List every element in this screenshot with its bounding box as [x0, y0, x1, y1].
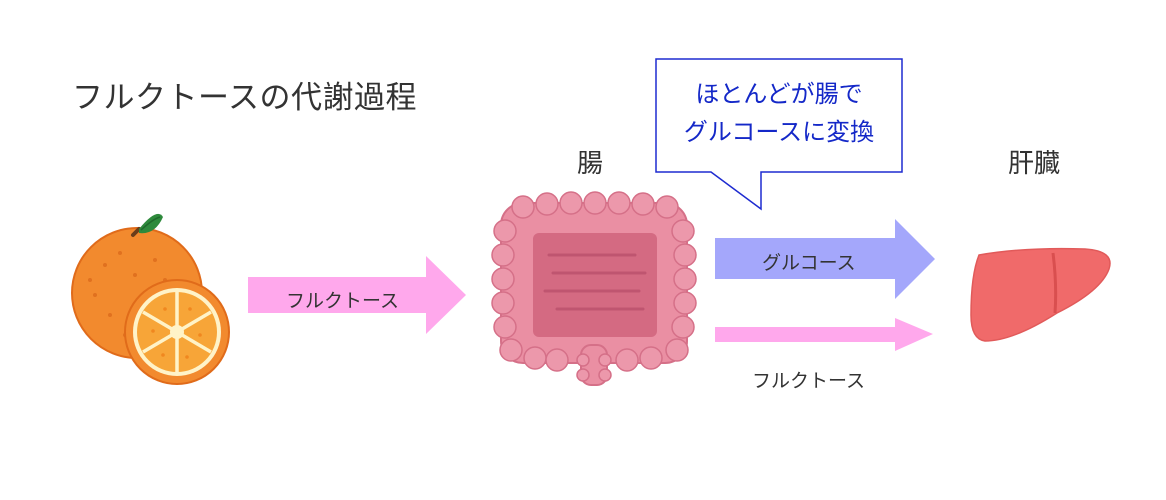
fructose-arrow-label-2: フルクトース — [752, 370, 866, 392]
glucose-arrow-to-liver — [715, 219, 935, 299]
liver-illustration — [970, 247, 1111, 342]
fructose-arrow-to-intestine — [248, 256, 466, 334]
callout-box — [655, 58, 903, 211]
fructose-arrow-label-1: フルクトース — [286, 290, 400, 312]
liver-label: 肝臓 — [1008, 149, 1061, 179]
orange-illustration — [71, 213, 230, 385]
callout-line-1: ほとんどが腸で — [695, 80, 863, 108]
intestine-illustration — [491, 191, 697, 386]
fructose-arrow-to-liver — [715, 318, 933, 351]
glucose-arrow-label: グルコース — [762, 252, 856, 274]
callout-text: ほとんどが腸で グルコースに変換 — [662, 75, 896, 151]
diagram-title: フルクトースの代謝過程 — [72, 80, 417, 116]
intestine-label: 腸 — [577, 149, 604, 179]
callout-line-2: グルコースに変換 — [683, 118, 875, 146]
